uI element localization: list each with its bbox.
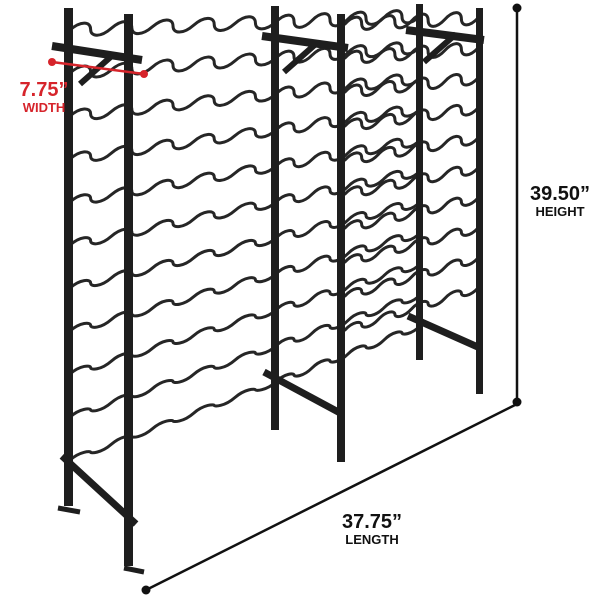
wire-shelf-row (343, 286, 480, 332)
wire-shelves (68, 9, 480, 462)
left-bottom-brace (59, 453, 139, 527)
width-callout: 7.75” WIDTH (14, 80, 74, 115)
width-dimension-marker (48, 58, 148, 78)
wire-shelf-row (343, 11, 480, 31)
left-front-upright (64, 8, 73, 506)
length-callout: 37.75” LENGTH (326, 512, 418, 547)
middle-front-upright (271, 6, 279, 430)
wire-shelf-row (274, 293, 422, 348)
left-back-upright (124, 14, 133, 566)
wire-shelf-row (274, 231, 422, 276)
wire-shelf-row (343, 196, 480, 230)
wire-shelf-row (274, 137, 422, 169)
right-diagonal-brace (422, 31, 458, 65)
wire-shelf-row (68, 127, 278, 162)
wire-shelf-row (274, 324, 422, 384)
wire-shelf-row (274, 9, 422, 29)
middle-diagonal-brace (282, 39, 320, 75)
height-label: HEIGHT (535, 204, 585, 219)
wire-shelf-row (68, 236, 278, 290)
wire-shelf-row (68, 272, 278, 333)
wire-shelf-row (274, 200, 422, 240)
width-value: 7.75” (19, 79, 69, 101)
wire-shelf-row (343, 103, 480, 131)
wire-shelf-row (274, 262, 422, 312)
length-value: 37.75” (341, 511, 403, 533)
wire-shelf-row (68, 200, 278, 247)
middle-top-brace (261, 32, 349, 52)
wire-shelf-row (68, 308, 278, 376)
rack-frame (51, 4, 485, 575)
width-label: WIDTH (22, 100, 66, 115)
wire-shelf-row (68, 380, 278, 462)
wire-shelf-row (68, 15, 278, 37)
wire-shelf-row (343, 134, 480, 164)
height-dimension-line (512, 3, 522, 407)
right-front-upright (416, 4, 423, 360)
middle-bottom-brace (262, 368, 344, 418)
wire-shelf-row (343, 42, 480, 64)
wire-shelf-row (68, 89, 278, 121)
left-front-foot (57, 505, 81, 515)
left-top-brace (51, 42, 143, 64)
wire-shelf-row (274, 73, 422, 99)
wire-shelf-row (274, 105, 422, 134)
right-bottom-brace (406, 312, 482, 352)
wire-shelf-row (343, 256, 480, 298)
right-back-upright (476, 8, 483, 394)
wire-shelf-row (68, 344, 278, 419)
wire-shelf-row (343, 165, 480, 197)
left-back-foot (123, 565, 145, 575)
middle-back-upright (337, 14, 345, 462)
wire-shelf-row (343, 226, 480, 264)
wire-shelf-row (274, 169, 422, 204)
right-top-brace (405, 26, 485, 44)
wire-shelf-row (68, 164, 278, 204)
length-label: LENGTH (345, 532, 399, 547)
height-callout: 39.50” HEIGHT (528, 184, 592, 219)
wire-shelf-row (68, 52, 278, 79)
length-dimension-line (141, 402, 518, 595)
height-value: 39.50” (529, 183, 591, 205)
wire-shelf-row (343, 73, 480, 97)
